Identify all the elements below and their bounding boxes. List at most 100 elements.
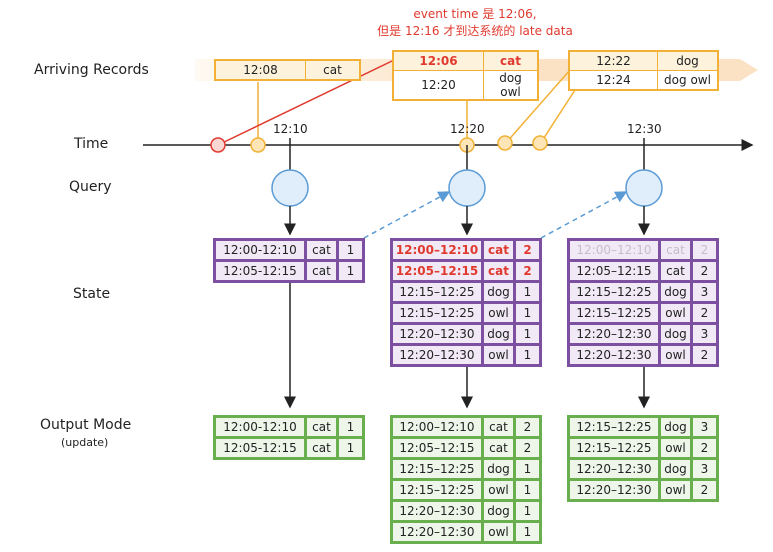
annotation-line-1: event time 是 12:06,: [413, 7, 537, 21]
window-cell: 12:15–12:25: [393, 283, 481, 301]
count-cell: 1: [516, 523, 539, 541]
word-cell: dog: [661, 283, 690, 301]
count-cell: 1: [516, 481, 539, 499]
word-cell: dog: [484, 460, 513, 478]
time-label: Time: [74, 136, 109, 152]
window-cell: 12:05–12:15: [393, 439, 481, 457]
record-connector: [539, 89, 576, 145]
word-cell: cat: [484, 439, 513, 457]
count-cell: 1: [516, 502, 539, 520]
query-node: [448, 169, 486, 207]
window-cell: 12:15–12:25: [393, 304, 481, 322]
record-connector: [504, 69, 571, 145]
window-cell: 12:20–12:30: [570, 346, 658, 364]
window-cell: 12:15–12:25: [393, 460, 481, 478]
tick-label: 12:20: [450, 122, 485, 136]
word-cell: owl: [661, 481, 690, 499]
late-record-value: cat: [483, 50, 539, 71]
count-cell: 1: [339, 241, 362, 259]
count-cell: 2: [693, 241, 716, 259]
window-cell: 12:20–12:30: [570, 325, 658, 343]
count-cell: 2: [693, 346, 716, 364]
count-cell: 3: [693, 460, 716, 478]
word-cell: dog: [484, 283, 513, 301]
count-cell: 3: [693, 418, 716, 436]
window-cell: 12:00–12:10: [393, 418, 481, 436]
record-value: dog owl: [483, 70, 539, 101]
event-dot: [532, 135, 548, 151]
tick-label: 12:30: [627, 122, 662, 136]
state-carry-arrow: [540, 191, 628, 239]
word-cell: dog: [484, 502, 513, 520]
query-node: [625, 169, 663, 207]
word-cell: owl: [484, 481, 513, 499]
count-cell: 2: [693, 481, 716, 499]
count-cell: 2: [516, 241, 539, 259]
word-cell: dog: [661, 460, 690, 478]
word-cell: cat: [661, 241, 690, 259]
record-value: dog owl: [657, 70, 719, 91]
window-cell: 12:20–12:30: [393, 502, 481, 520]
late-event-dot: [210, 137, 226, 153]
query-label: Query: [69, 179, 112, 195]
record-row: 12:22 dog: [568, 50, 719, 71]
window-cell: 12:00-12:10: [216, 418, 304, 436]
record-value: dog: [657, 50, 719, 71]
window-cell: 12:05-12:15: [216, 262, 304, 280]
event-dot: [250, 137, 266, 153]
window-cell: 12:15–12:25: [393, 481, 481, 499]
window-cell: 12:05-12:15: [216, 439, 304, 457]
count-cell: 2: [693, 304, 716, 322]
window-cell: 12:20–12:30: [393, 523, 481, 541]
count-cell: 2: [516, 439, 539, 457]
count-cell: 1: [339, 418, 362, 436]
record-time: 12:24: [568, 70, 658, 91]
window-cell: 12:05–12:15: [393, 262, 481, 280]
late-data-annotation: event time 是 12:06, 但是 12:16 才到达系统的 late…: [370, 6, 580, 40]
word-cell: cat: [661, 262, 690, 280]
output-mode-sublabel: (update): [61, 436, 109, 449]
count-cell: 3: [693, 325, 716, 343]
record-value: cat: [305, 59, 361, 81]
count-cell: 2: [516, 418, 539, 436]
annotation-line-2: 但是 12:16 才到达系统的 late data: [377, 24, 573, 38]
count-cell: 1: [339, 439, 362, 457]
word-cell: cat: [484, 262, 513, 280]
count-cell: 2: [693, 262, 716, 280]
state-carry-arrow: [363, 191, 451, 239]
word-cell: cat: [307, 241, 336, 259]
output-mode-label: Output Mode: [40, 417, 132, 433]
window-cell: 12:00–12:10: [570, 241, 658, 259]
count-cell: 1: [516, 304, 539, 322]
count-cell: 3: [693, 283, 716, 301]
record-time: 12:22: [568, 50, 658, 71]
word-cell: cat: [307, 439, 336, 457]
count-cell: 1: [516, 460, 539, 478]
word-cell: owl: [661, 346, 690, 364]
record-time: 12:08: [214, 59, 306, 81]
record-time: 12:20: [392, 70, 484, 101]
window-cell: 12:15–12:25: [570, 439, 658, 457]
record-row: 12:06 cat: [392, 50, 539, 71]
word-cell: dog: [484, 325, 513, 343]
word-cell: owl: [484, 346, 513, 364]
record-batch-1: 12:08 cat: [214, 59, 361, 81]
